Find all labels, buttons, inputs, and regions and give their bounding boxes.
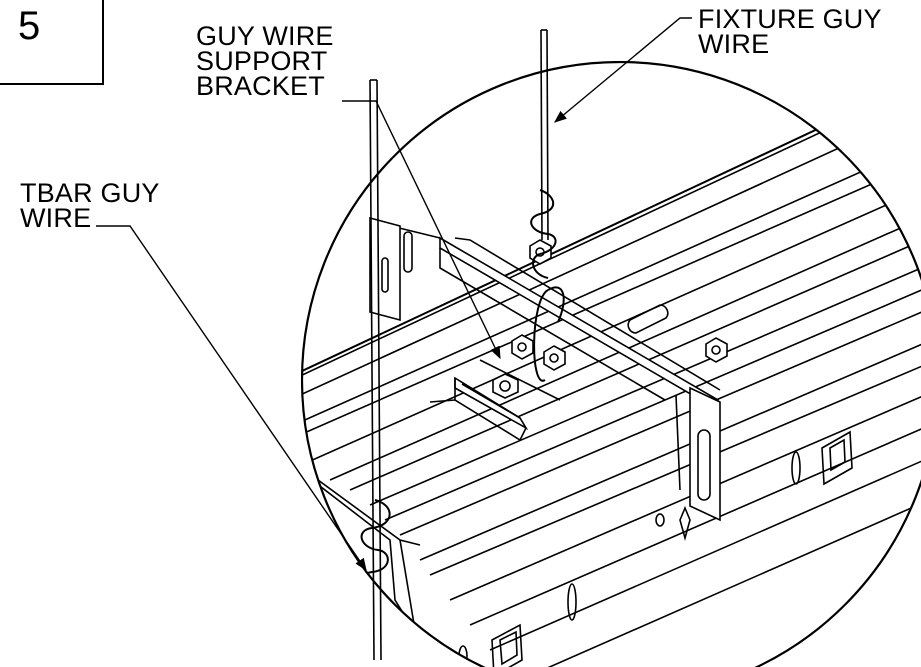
fixture-wire-loop (530, 189, 565, 382)
hex-nuts (511, 239, 728, 371)
label-line: GUY WIRE (196, 21, 334, 51)
tbar-guy-wire-label: TBAR GUY WIRE (20, 178, 160, 233)
guy-wire-support-bracket-label: GUY WIRE SUPPORT BRACKET (196, 21, 334, 101)
step-number: 5 (18, 4, 41, 48)
leader-tbar-guy-wire (96, 225, 367, 572)
guy-wires (369, 29, 549, 661)
detail-view (302, 94, 921, 667)
label-line: SUPPORT (196, 46, 328, 76)
leader-support-bracket (342, 100, 501, 360)
step-number-box: 5 (0, 0, 104, 85)
leader-lines (96, 17, 692, 572)
support-bracket (429, 359, 561, 442)
leader-fixture-guy-wire (554, 17, 692, 123)
label-line: FIXTURE GUY (698, 4, 882, 34)
fixture-guy-wire-label: FIXTURE GUY WIRE (698, 4, 882, 59)
detail-circle (302, 62, 921, 667)
support-strap (369, 216, 721, 522)
label-line: TBAR GUY (20, 178, 160, 208)
label-line: WIRE (20, 203, 92, 233)
label-line: WIRE (698, 29, 770, 59)
label-line: BRACKET (196, 71, 325, 101)
fixture-housing (302, 94, 921, 667)
